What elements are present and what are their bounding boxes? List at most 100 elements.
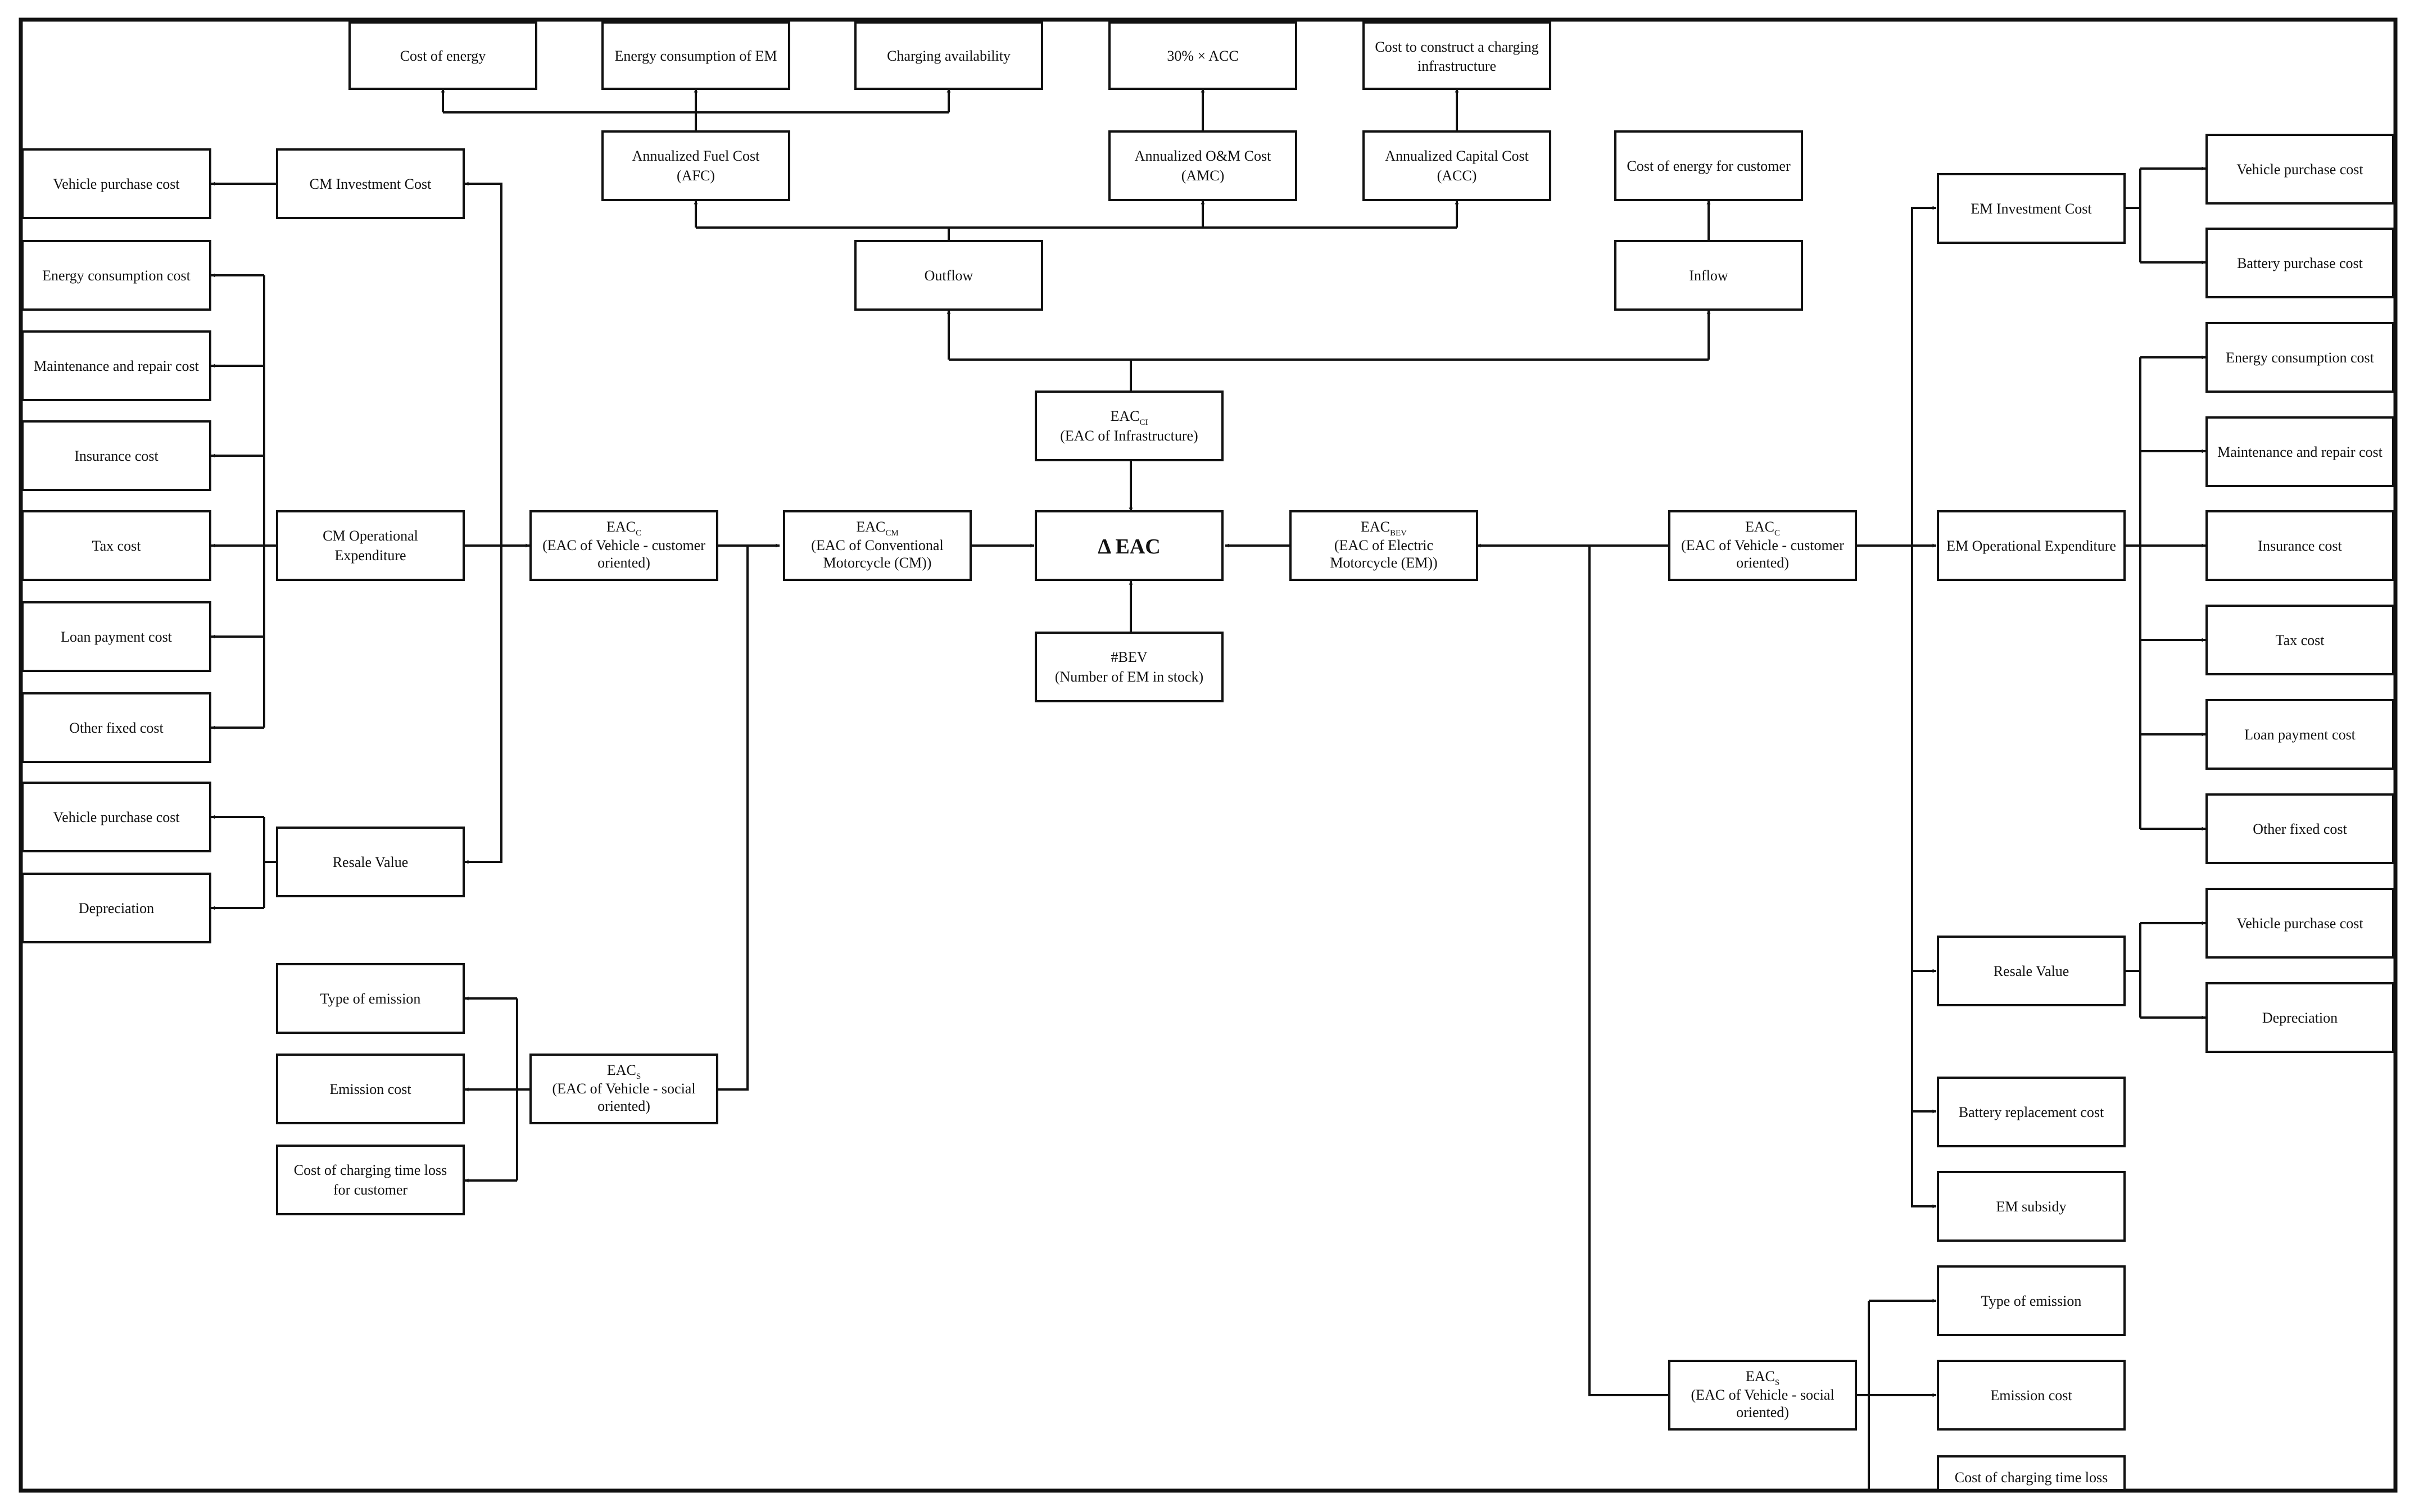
em-subsidy-box: EM subsidy bbox=[1937, 1171, 2126, 1242]
thirty-pct-acc-box: 30% × ACC bbox=[1108, 21, 1297, 90]
em-eac-c-box: EACC (EAC of Vehicle - customer oriented… bbox=[1668, 510, 1857, 581]
acc-abbrev: (ACC) bbox=[1437, 167, 1477, 184]
cm-type-emission-box: Type of emission bbox=[276, 963, 465, 1034]
inflow-box: Inflow bbox=[1614, 240, 1803, 311]
eac-em-box: EACBEV (EAC of Electric Motorcycle (EM)) bbox=[1289, 510, 1478, 581]
construct-infra-line2: infrastructure bbox=[1417, 58, 1496, 74]
bev-stock-box: #BEV (Number of EM in stock) bbox=[1035, 632, 1224, 702]
eac-em-desc1: (EAC of Electric bbox=[1334, 537, 1433, 553]
eac-cm-desc2: Motorcycle (CM)) bbox=[823, 555, 932, 571]
em-other-fixed-box: Other fixed cost bbox=[2205, 793, 2394, 864]
em-insurance-box: Insurance cost bbox=[2205, 510, 2394, 581]
em-resale-vehicle-purchase-label: Vehicle purchase cost bbox=[2236, 915, 2363, 932]
cm-charging-loss-line1: Cost of charging time loss bbox=[294, 1162, 447, 1178]
cm-investment-label: CM Investment Cost bbox=[310, 176, 432, 192]
em-maintenance-box: Maintenance and repair cost bbox=[2205, 416, 2394, 487]
frame-bottom-edge bbox=[21, 1489, 2395, 1492]
em-resale-box: Resale Value bbox=[1937, 936, 2126, 1006]
em-investment-box: EM Investment Cost bbox=[1937, 173, 2126, 244]
em-other-fixed-label: Other fixed cost bbox=[2253, 821, 2347, 837]
em-maintenance-label: Maintenance and repair cost bbox=[2217, 444, 2383, 460]
em-tax-label: Tax cost bbox=[2276, 632, 2325, 648]
em-eac-s-desc2: oriented) bbox=[1736, 1404, 1789, 1420]
em-vehicle-purchase-box: Vehicle purchase cost bbox=[2205, 134, 2394, 205]
eac-ci-desc: (EAC of Infrastructure) bbox=[1060, 428, 1198, 444]
em-emission-cost-label: Emission cost bbox=[1990, 1387, 2072, 1404]
afc-box: Annualized Fuel Cost (AFC) bbox=[601, 130, 790, 201]
cm-operational-box: CM Operational Expenditure bbox=[276, 510, 465, 581]
em-battery-replacement-label: Battery replacement cost bbox=[1959, 1104, 2104, 1120]
eac-ci-box: EACCI (EAC of Infrastructure) bbox=[1035, 391, 1224, 461]
delta-eac-label: Δ EAC bbox=[1098, 535, 1160, 559]
outflow-box: Outflow bbox=[854, 240, 1043, 311]
cm-energy-consumption-box: Energy consumption cost bbox=[21, 240, 211, 311]
cm-eac-s-title: EACS bbox=[607, 1062, 641, 1081]
cm-operational-line2: Expenditure bbox=[334, 547, 406, 564]
em-eac-s-box: EACS (EAC of Vehicle - social oriented) bbox=[1668, 1360, 1857, 1431]
em-charging-loss-label: Cost of charging time loss bbox=[1955, 1469, 2108, 1486]
outflow-label: Outflow bbox=[925, 267, 973, 284]
cm-type-emission-label: Type of emission bbox=[320, 991, 421, 1007]
cost-energy-customer-label: Cost of energy for customer bbox=[1627, 158, 1791, 174]
em-resale-label: Resale Value bbox=[1994, 963, 2069, 979]
cm-vehicle-purchase-box: Vehicle purchase cost bbox=[21, 148, 211, 219]
cm-resale-vehicle-purchase-box: Vehicle purchase cost bbox=[21, 782, 211, 852]
cm-other-fixed-label: Other fixed cost bbox=[69, 720, 164, 736]
cm-eac-c-box: EACC (EAC of Vehicle - customer oriented… bbox=[529, 510, 718, 581]
em-battery-purchase-box: Battery purchase cost bbox=[2205, 228, 2394, 298]
cm-eac-s-box: EACS (EAC of Vehicle - social oriented) bbox=[529, 1054, 718, 1124]
cm-eac-c-desc1: (EAC of Vehicle - customer bbox=[542, 537, 705, 553]
em-emission-cost-box: Emission cost bbox=[1937, 1360, 2126, 1431]
cm-insurance-box: Insurance cost bbox=[21, 420, 211, 491]
cost-energy-customer-box: Cost of energy for customer bbox=[1614, 130, 1803, 201]
eac-em-title: EACBEV bbox=[1361, 519, 1407, 538]
acc-title: Annualized Capital Cost bbox=[1385, 148, 1529, 164]
em-eac-c-desc2: oriented) bbox=[1736, 555, 1789, 571]
cm-insurance-label: Insurance cost bbox=[74, 448, 158, 464]
eac-cm-box: EACCM (EAC of Conventional Motorcycle (C… bbox=[783, 510, 972, 581]
afc-abbrev: (AFC) bbox=[677, 167, 715, 184]
inflow-label: Inflow bbox=[1689, 267, 1728, 284]
construct-infra-box: Cost to construct a charging infrastruct… bbox=[1362, 21, 1551, 90]
cm-operational-line1: CM Operational bbox=[323, 528, 418, 544]
em-tax-box: Tax cost bbox=[2205, 605, 2394, 675]
cm-emission-cost-box: Emission cost bbox=[276, 1054, 465, 1124]
amc-box: Annualized O&M Cost (AMC) bbox=[1108, 130, 1297, 201]
cm-investment-box: CM Investment Cost bbox=[276, 148, 465, 219]
cm-tax-label: Tax cost bbox=[92, 538, 142, 554]
em-resale-vehicle-purchase-box: Vehicle purchase cost bbox=[2205, 888, 2394, 959]
cm-charging-loss-box: Cost of charging time loss for customer bbox=[276, 1145, 465, 1215]
amc-abbrev: (AMC) bbox=[1181, 167, 1225, 184]
cm-other-fixed-box: Other fixed cost bbox=[21, 692, 211, 763]
em-insurance-label: Insurance cost bbox=[2258, 538, 2342, 554]
cm-maintenance-box: Maintenance and repair cost bbox=[21, 330, 211, 401]
eac-ci-title: EACCI bbox=[1111, 408, 1148, 427]
delta-eac-box: Δ EAC bbox=[1035, 510, 1224, 581]
cm-emission-cost-label: Emission cost bbox=[329, 1081, 411, 1097]
em-vehicle-purchase-label: Vehicle purchase cost bbox=[2236, 161, 2363, 178]
charging-availability-box: Charging availability bbox=[854, 21, 1043, 90]
cm-eac-c-desc2: oriented) bbox=[597, 555, 650, 571]
cm-resale-box: Resale Value bbox=[276, 827, 465, 897]
em-eac-c-desc1: (EAC of Vehicle - customer bbox=[1681, 537, 1844, 553]
cm-eac-s-desc1: (EAC of Vehicle - social bbox=[552, 1080, 695, 1097]
em-eac-s-title: EACS bbox=[1746, 1368, 1779, 1387]
cm-resale-label: Resale Value bbox=[333, 854, 409, 870]
cm-depreciation-label: Depreciation bbox=[79, 900, 154, 916]
cm-maintenance-label: Maintenance and repair cost bbox=[34, 358, 200, 374]
cost-of-energy-label: Cost of energy bbox=[400, 48, 486, 64]
cm-charging-loss-line2: for customer bbox=[333, 1182, 407, 1198]
cm-energy-consumption-label: Energy consumption cost bbox=[42, 267, 191, 284]
em-charging-loss-box: Cost of charging time loss bbox=[1937, 1455, 2126, 1492]
em-energy-consumption-label: Energy consumption cost bbox=[2226, 349, 2375, 366]
cm-depreciation-box: Depreciation bbox=[21, 873, 211, 943]
em-investment-label: EM Investment Cost bbox=[1971, 201, 2092, 217]
thirty-pct-acc-label: 30% × ACC bbox=[1167, 48, 1238, 64]
connectors bbox=[211, 88, 2206, 1491]
energy-consumption-em-label: Energy consumption of EM bbox=[614, 48, 777, 64]
em-battery-replacement-box: Battery replacement cost bbox=[1937, 1077, 2126, 1147]
cm-loan-label: Loan payment cost bbox=[61, 629, 173, 645]
em-eac-s-desc1: (EAC of Vehicle - social bbox=[1691, 1387, 1834, 1403]
